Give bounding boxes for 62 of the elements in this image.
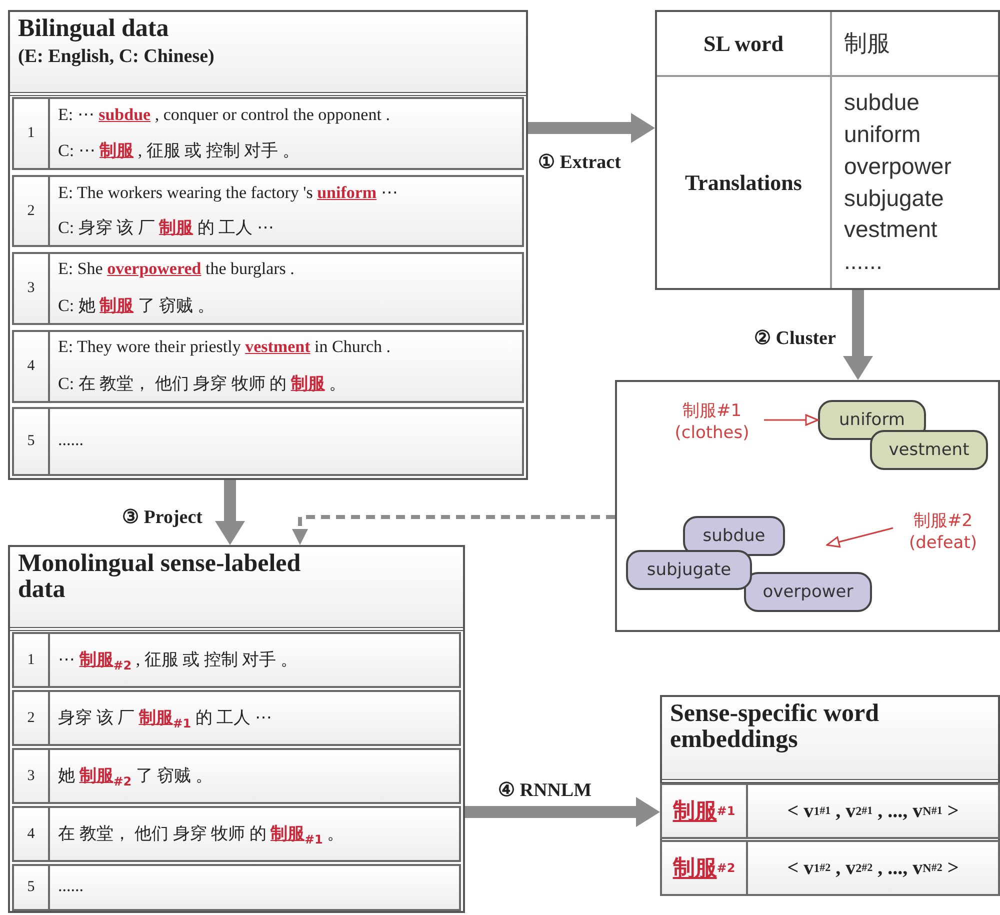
table-row	[12, 330, 524, 403]
sentence-text: 身穿 该 厂 制服$_{#1}$ 的 工人 ⋯	[58, 707, 273, 730]
sentence-text: E: The workers wearing the factory 's uniform ⋯	[58, 182, 399, 203]
panel-subtitle: (E: English, C: Chinese)	[18, 46, 216, 68]
word-cell-text: subdue uniform overpower subjugate vestment ......	[843, 88, 952, 276]
sentence-text: C: ⋯ 制服 , 征服 或 控制 对手 。	[58, 140, 300, 162]
table-row	[12, 97, 524, 170]
embedding-row	[660, 783, 1000, 839]
sentence-text: E: They wore their priestly vestment in Church .	[58, 337, 392, 358]
sentence-text: ⋯ 制服$_{#2}$ , 征服 或 控制 对手 。	[58, 649, 298, 672]
row-number: 2	[14, 692, 50, 744]
sentence-text: ......	[58, 876, 84, 896]
arrow	[764, 414, 819, 426]
panel-title: Bilingual data	[18, 16, 170, 42]
word-bubble: subjugate	[626, 550, 752, 590]
sentence-text: C: 在 教堂， 他们 身穿 牧师 的 制服 。	[58, 372, 348, 395]
word-bubble: vestment	[870, 430, 988, 470]
row-number: 1	[14, 634, 50, 686]
row-number: 5	[14, 409, 50, 474]
row-number: 3	[14, 254, 50, 323]
sentence-text: 她 制服$_{#2}$ 了 窃贼 。	[58, 765, 214, 788]
sentence-text: E: She overpowered the burglars .	[58, 259, 296, 280]
sense-label: 制服#2 (defeat)	[893, 510, 993, 566]
cluster-panel	[615, 380, 1000, 632]
sentence-text: E: ⋯ subdue , conquer or control the opponent .	[58, 104, 391, 126]
data-panel	[660, 695, 1000, 895]
block-arrow	[215, 480, 245, 545]
translation-table	[655, 10, 1000, 290]
sentence-text: C: 她 制服 了 窃贼 。	[58, 294, 216, 317]
sentence-text: C: 身穿 该 厂 制服 的 工人 ⋯	[58, 217, 275, 239]
row-number: 2	[14, 177, 50, 245]
word-cell: 制服	[832, 12, 998, 77]
row-number: 3	[14, 750, 50, 802]
table-row	[12, 175, 524, 247]
table-row	[12, 407, 524, 476]
embedding-row	[660, 840, 1000, 896]
dashed-arrow	[292, 515, 615, 545]
data-panel	[8, 10, 528, 480]
table-row	[12, 690, 461, 746]
row-number: 5	[14, 866, 50, 909]
table-row	[12, 252, 524, 325]
panel-title: Sense-specific word embeddings	[670, 701, 880, 754]
table-row	[12, 864, 461, 911]
header-cell: Translations	[657, 77, 832, 288]
block-arrow	[465, 797, 660, 827]
panel-title: Monolingual sense-labeled data	[18, 551, 302, 604]
header-cell: SL word	[657, 12, 832, 77]
block-arrow	[843, 290, 873, 380]
row-number: 4	[14, 332, 50, 401]
word-bubble: subdue	[683, 516, 785, 556]
arrow	[826, 527, 894, 548]
table-row	[12, 806, 461, 862]
row-number: 4	[14, 808, 50, 860]
sense-label: 制服#1 (clothes)	[660, 400, 764, 456]
table-row	[12, 748, 461, 804]
block-arrow	[528, 113, 655, 143]
data-panel	[8, 545, 465, 913]
sentence-text: ......	[58, 430, 84, 450]
row-number: 1	[14, 99, 50, 168]
word-bubble: overpower	[744, 572, 872, 612]
table-row	[12, 632, 461, 688]
sentence-text: 在 教堂， 他们 身穿 牧师 的 制服$_{#1}$ 。	[58, 823, 346, 846]
